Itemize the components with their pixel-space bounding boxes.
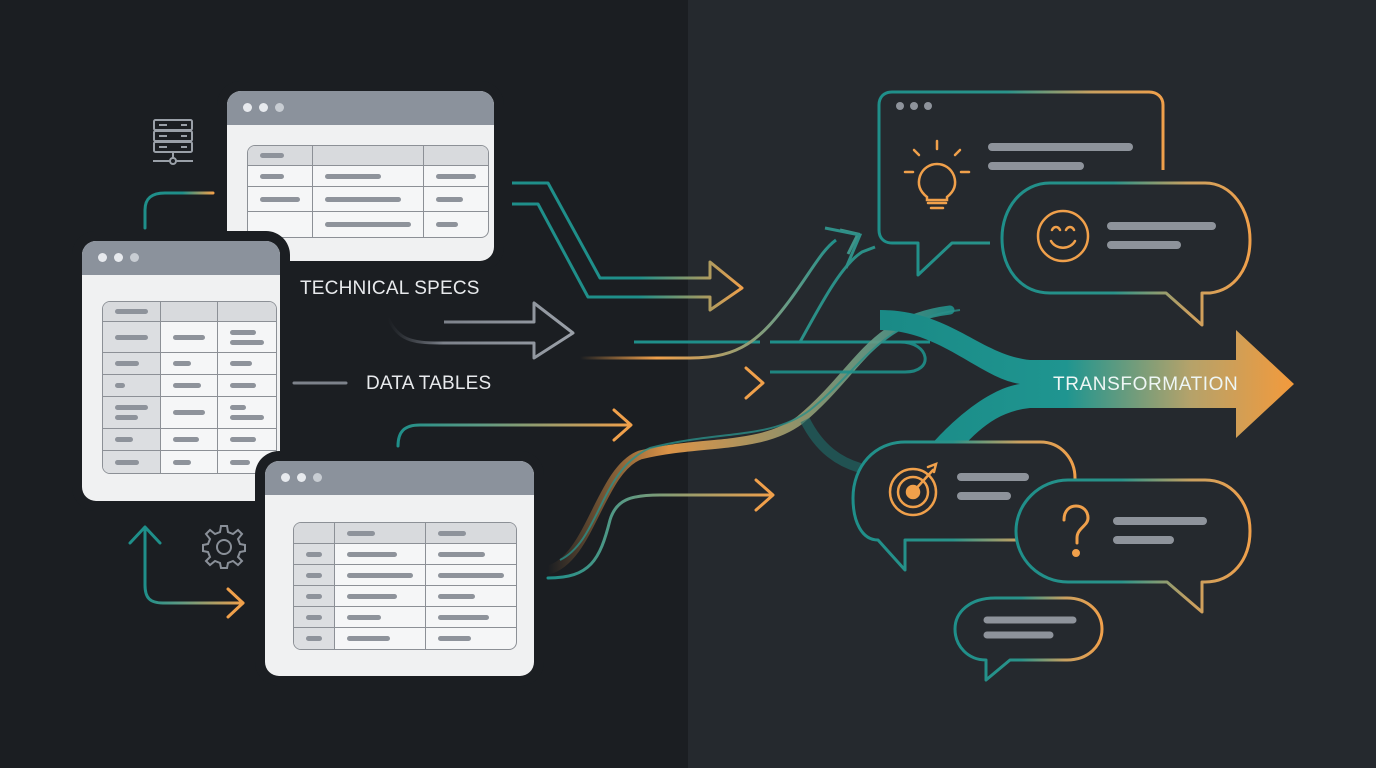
insight-window xyxy=(877,90,1165,277)
connector-line xyxy=(143,191,215,230)
window-title-bar xyxy=(227,91,494,125)
reply-bubble xyxy=(953,596,1104,682)
flow-arrow-data-tables xyxy=(292,366,765,400)
window-dot xyxy=(297,473,306,482)
target-icon xyxy=(888,461,938,517)
table-window-bottom xyxy=(265,461,534,676)
window-dot xyxy=(259,103,268,112)
corner-arrow-icon xyxy=(128,525,245,619)
window-dot xyxy=(114,253,123,262)
question-bubble xyxy=(1014,478,1252,614)
flow-arrow-bottom xyxy=(546,478,775,580)
goal-lines xyxy=(957,473,1029,500)
question-lines xyxy=(1113,517,1207,544)
window-dot xyxy=(130,253,139,262)
feedback-bubble xyxy=(1000,181,1252,327)
insight-lines xyxy=(988,143,1133,170)
flow-arrow-specs xyxy=(386,301,575,360)
flow-curve-up xyxy=(580,238,837,360)
reply-lines xyxy=(983,616,1077,639)
flow-arrow-top xyxy=(512,181,744,312)
data-table-left xyxy=(102,301,277,474)
gear-icon xyxy=(202,525,246,569)
feedback-lines xyxy=(1107,222,1216,249)
smiley-icon xyxy=(1036,209,1090,263)
lightbulb-icon xyxy=(903,139,971,210)
data-table-bottom xyxy=(293,522,517,650)
server-icon xyxy=(153,119,193,165)
question-icon xyxy=(1062,504,1090,557)
transformation-arrow xyxy=(880,310,1294,460)
transformation-label: TRANSFORMATION xyxy=(1053,374,1239,395)
data-tables-label: DATA TABLES xyxy=(366,373,492,394)
table-window-left xyxy=(82,241,280,501)
insight-window-dots xyxy=(896,102,932,110)
spec-window-top xyxy=(227,91,494,261)
window-dot xyxy=(98,253,107,262)
spec-table xyxy=(247,145,489,238)
flow-ribbon-main xyxy=(543,305,955,575)
technical-specs-label: TECHNICAL SPECS xyxy=(300,278,480,299)
window-title-bar xyxy=(265,461,534,495)
window-dot xyxy=(313,473,322,482)
window-dot xyxy=(243,103,252,112)
window-dot xyxy=(281,473,290,482)
window-title-bar xyxy=(82,241,280,275)
flow-arrow-lower xyxy=(396,408,633,448)
window-dot xyxy=(275,103,284,112)
